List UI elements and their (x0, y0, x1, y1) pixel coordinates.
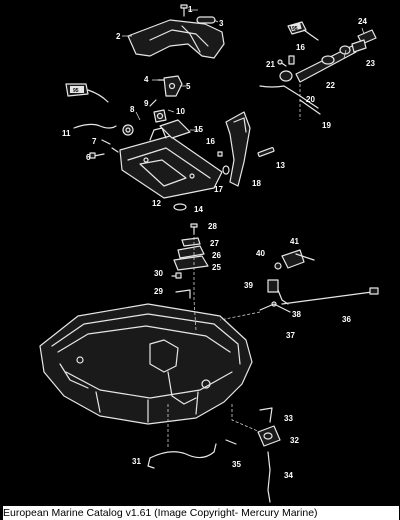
part-95-tube-left: 95 (65, 83, 109, 103)
part-29-clip (175, 289, 191, 299)
part-40-cable-end (274, 262, 282, 270)
callout-39: 39 (244, 281, 253, 290)
part-41-clamp (281, 249, 315, 269)
callout-35: 35 (232, 460, 241, 469)
assembly-line-1 (193, 232, 197, 331)
callout-16-upper: 16 (296, 43, 305, 52)
part-16-fastener-upper (288, 55, 295, 65)
callout-14: 14 (194, 205, 203, 214)
callout-24: 24 (358, 17, 367, 26)
callout-20: 20 (306, 95, 315, 104)
part-33-clip (259, 407, 273, 423)
part-31-harness (147, 443, 217, 469)
part-25-plate (173, 255, 209, 271)
part-38-lever (277, 289, 289, 305)
callout-30: 30 (154, 269, 163, 278)
part-13-pin (257, 147, 275, 157)
part-2-top-cover (127, 19, 225, 59)
callout-25: 25 (212, 263, 221, 272)
callout-23: 23 (366, 59, 375, 68)
part-1-screw (180, 4, 188, 17)
callout-36: 36 (342, 315, 351, 324)
leader-lines (122, 9, 365, 131)
callout-1: 1 (188, 5, 193, 14)
part-18-shift-handle (225, 111, 251, 187)
part-9-clip (149, 99, 157, 107)
part-27-plate (181, 237, 201, 247)
part-6-screw (89, 152, 105, 159)
callout-5: 5 (186, 82, 191, 91)
callout-26: 26 (212, 251, 221, 260)
grease-tag-right: 95 (292, 26, 298, 32)
callout-7: 7 (92, 137, 97, 146)
assembly-line-3 (231, 404, 261, 433)
callout-33: 33 (284, 414, 293, 423)
callout-34: 34 (284, 471, 293, 480)
callout-15: 15 (194, 125, 203, 134)
callout-28: 28 (208, 222, 217, 231)
part-32-grommet (257, 425, 281, 447)
callout-31: 31 (132, 457, 141, 466)
callout-13: 13 (276, 161, 285, 170)
callout-32: 32 (290, 436, 299, 445)
callout-8: 8 (130, 105, 135, 114)
part-15-cover-plate (159, 119, 191, 139)
callout-3: 3 (219, 19, 224, 28)
callout-11: 11 (62, 129, 71, 138)
part-20-linkage (259, 70, 319, 109)
grease-tag-left: 95 (73, 88, 79, 94)
callout-27: 27 (210, 239, 219, 248)
callout-10: 10 (176, 107, 185, 116)
part-34-hose (267, 451, 271, 503)
part-26-plate (177, 245, 205, 259)
part-95-tube-right: 95 (287, 21, 319, 41)
part-10-bushing (153, 109, 167, 123)
part-8-washer (122, 124, 134, 136)
callout-29: 29 (154, 287, 163, 296)
callout-4-upper: 4 (144, 75, 149, 84)
part-37-pivot (259, 301, 291, 313)
part-36-cable (281, 287, 379, 305)
callout-9: 9 (144, 99, 149, 108)
exploded-parts-diagram: 95 95 (39, 4, 379, 503)
callout-40: 40 (256, 249, 265, 258)
callout-labels: 1 2 3 4 5 6 7 8 9 10 11 12 13 14 15 16 1… (62, 5, 375, 480)
callout-17: 17 (214, 185, 223, 194)
callout-37: 37 (286, 331, 295, 340)
callout-22: 22 (326, 81, 335, 90)
callout-21: 21 (266, 60, 275, 69)
part-3-sleeve (196, 16, 216, 24)
part-17-washer (222, 165, 230, 175)
callout-41: 41 (290, 237, 299, 246)
part-35-pin (225, 439, 237, 445)
bottom-cowl (39, 303, 253, 425)
part-39-bracket (267, 279, 279, 293)
part-14-o-ring (173, 203, 187, 211)
part-19-rod (299, 99, 321, 115)
callout-6: 6 (86, 153, 91, 162)
callout-12: 12 (152, 199, 161, 208)
part-22-shift-shaft (295, 45, 357, 83)
part-5-bracket (163, 75, 183, 97)
part-21-screw (277, 59, 287, 67)
assembly-line-2 (219, 311, 261, 321)
part-7-screw (101, 139, 111, 145)
callout-2: 2 (116, 32, 121, 41)
part-4-screw-lower (111, 147, 119, 153)
part-23-fitting (351, 39, 367, 53)
callout-19: 19 (322, 121, 331, 130)
callout-16-lower: 16 (206, 137, 215, 146)
callout-38: 38 (292, 310, 301, 319)
image-caption: European Marine Catalog v1.61 (Image Cop… (3, 506, 399, 520)
part-11-cable (73, 123, 117, 129)
part-30-screw (171, 272, 182, 279)
part-16-fastener-lower (217, 151, 223, 157)
callout-18: 18 (252, 179, 261, 188)
